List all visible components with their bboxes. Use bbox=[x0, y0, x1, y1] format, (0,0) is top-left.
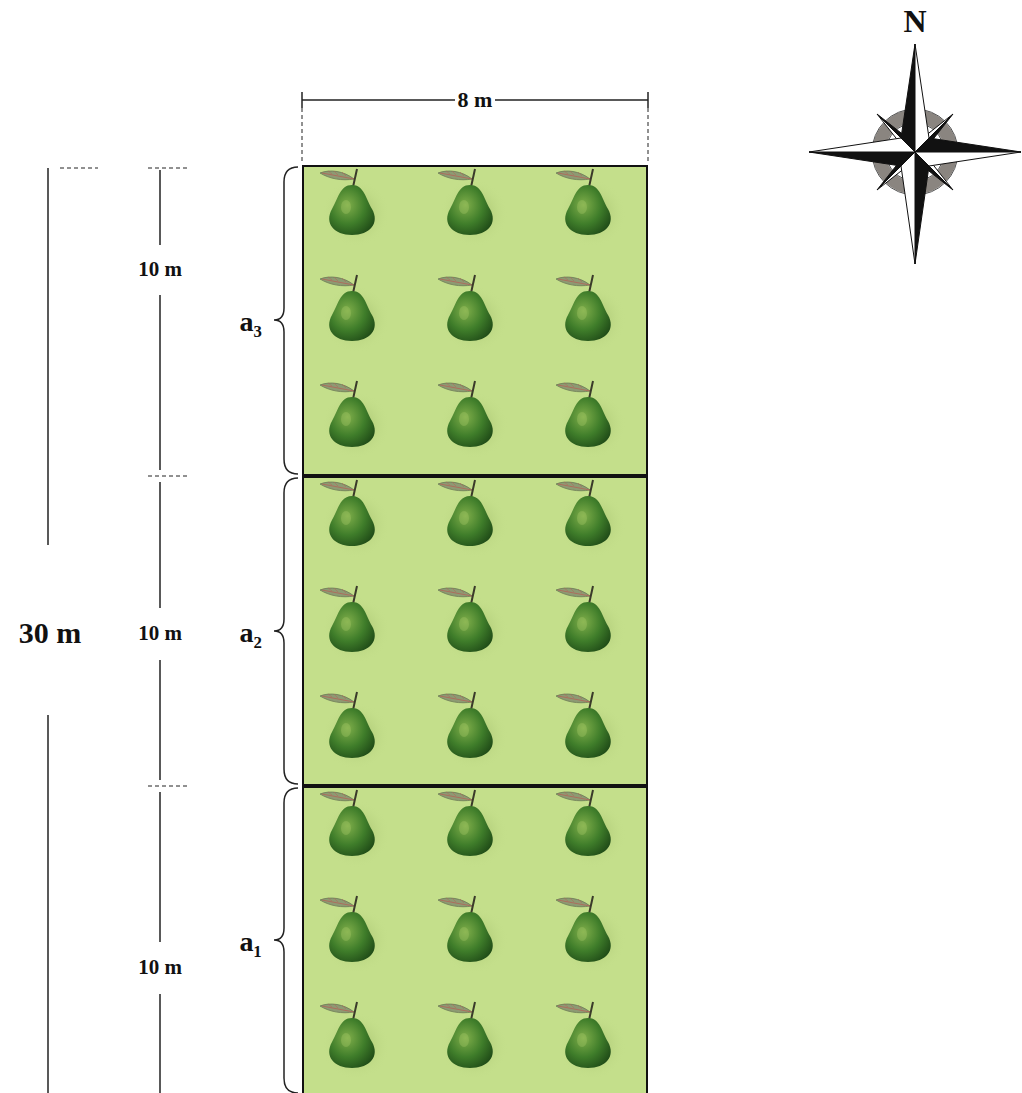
guava-fruits bbox=[320, 169, 626, 1080]
plot-section: a₃ bbox=[302, 165, 648, 476]
section-braces bbox=[274, 167, 298, 1093]
dimension-label: 10 m bbox=[135, 257, 185, 282]
dimension-label: 30 m bbox=[16, 615, 85, 650]
dimension-label: 8 m bbox=[455, 87, 496, 113]
dimension-label: 10 m bbox=[135, 621, 185, 646]
section-label: a₂ bbox=[240, 619, 262, 647]
compass-rose bbox=[809, 44, 1021, 264]
plot-section: a₂ bbox=[302, 476, 648, 786]
dimension-label: 10 m bbox=[135, 955, 185, 980]
section-label: a₁ bbox=[240, 928, 262, 956]
section-label: a₃ bbox=[240, 308, 262, 336]
north-mark: N bbox=[900, 3, 929, 40]
plot-ground bbox=[302, 165, 648, 1093]
plot-section: a₁ bbox=[302, 786, 648, 1093]
